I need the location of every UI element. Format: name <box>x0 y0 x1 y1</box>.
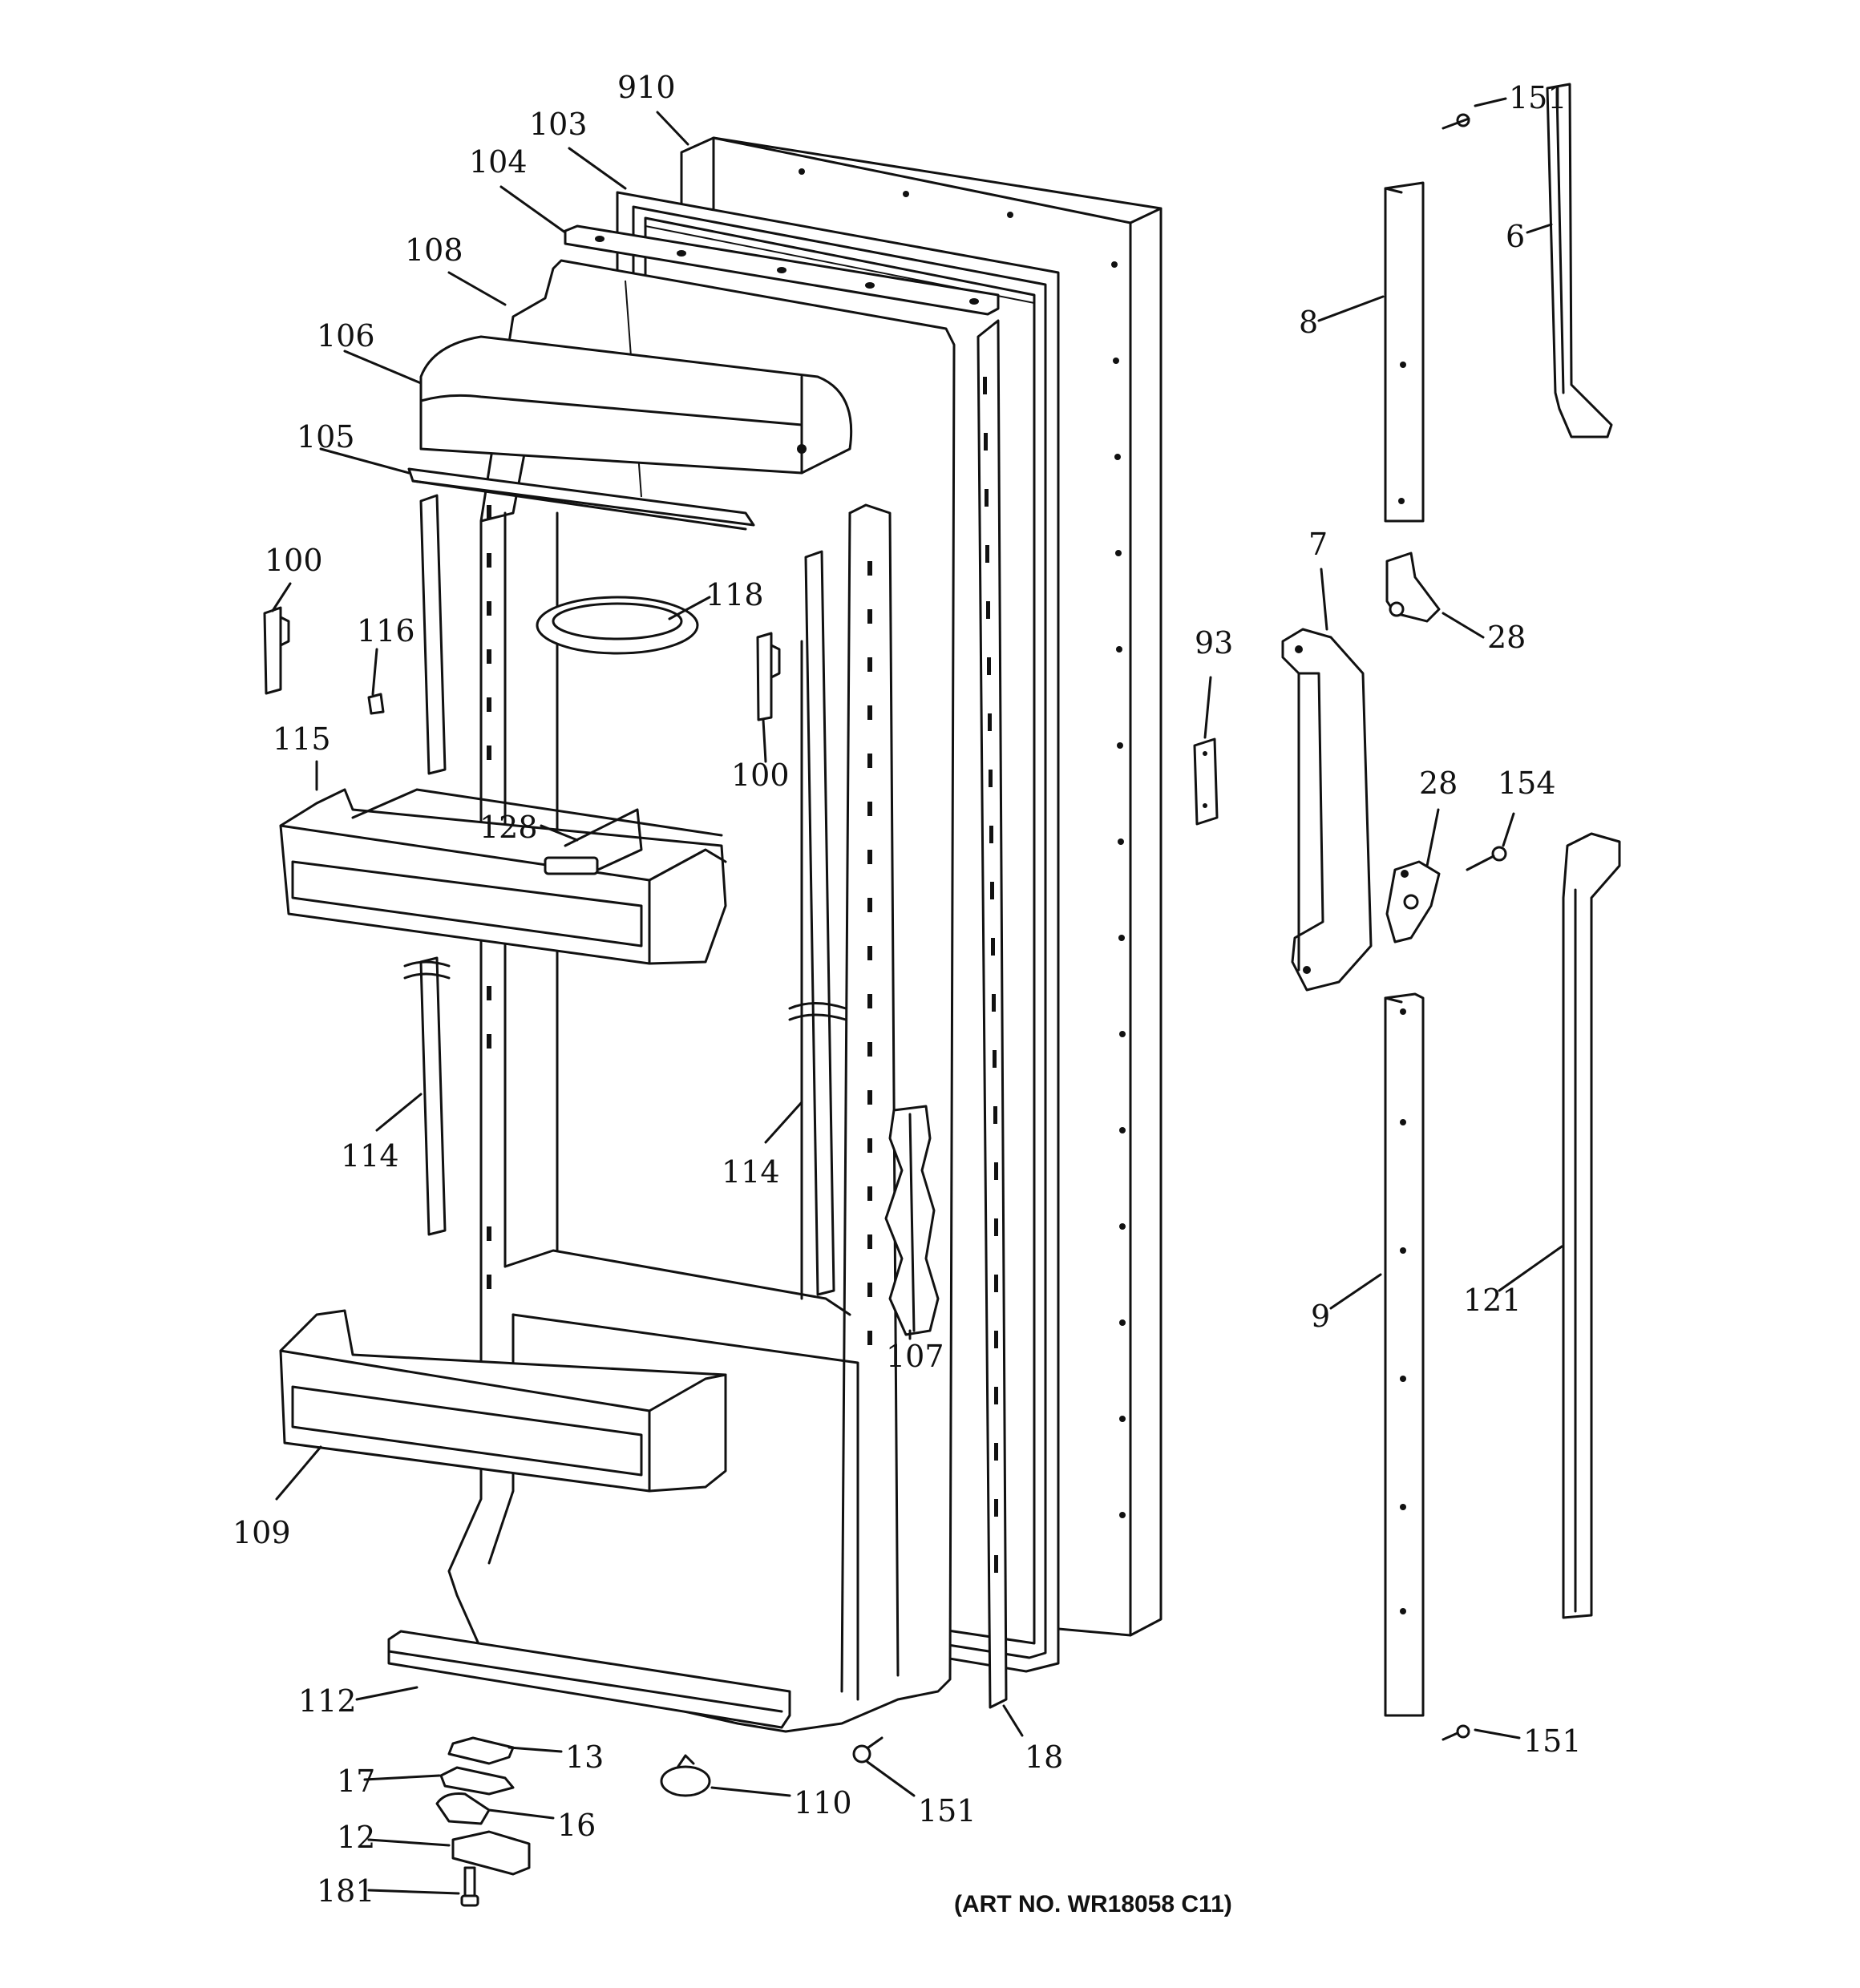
door-handle-7 <box>1281 628 1373 992</box>
small-clip <box>367 693 385 715</box>
shelf-rail-right <box>788 550 847 1296</box>
callout-7: 7 <box>1308 527 1328 562</box>
callout-16: 16 <box>557 1808 596 1843</box>
callout-105: 105 <box>297 419 355 455</box>
callout-154: 154 <box>1498 766 1556 801</box>
callout-110: 110 <box>794 1785 852 1820</box>
callout-151-top-right: 151 <box>1509 80 1567 115</box>
callout-128: 128 <box>479 810 538 845</box>
callout-910: 910 <box>617 70 676 105</box>
screw-151-bottom <box>852 1736 884 1764</box>
shelf-support-right <box>756 632 781 721</box>
callout-6: 6 <box>1506 219 1525 254</box>
gasket-strip <box>976 319 1008 1709</box>
callout-9: 9 <box>1311 1299 1330 1334</box>
dairy-retainer-bar <box>407 467 755 531</box>
lower-door-bin <box>279 1309 727 1493</box>
screw-154 <box>1466 846 1507 871</box>
callout-114-left: 114 <box>341 1138 399 1174</box>
trim-6 <box>1546 83 1613 438</box>
lower-trim-9 <box>1384 992 1425 1717</box>
callout-13: 13 <box>565 1740 604 1775</box>
callout-114-right: 114 <box>722 1154 780 1190</box>
callout-104: 104 <box>469 144 528 180</box>
callout-106: 106 <box>317 318 375 354</box>
callout-8: 8 <box>1299 305 1318 340</box>
callout-109: 109 <box>232 1515 291 1550</box>
oval-insert <box>536 596 699 655</box>
screw-181 <box>460 1866 479 1907</box>
door-liner <box>447 259 956 1733</box>
callout-28-lower: 28 <box>1419 766 1458 801</box>
cap-110 <box>660 1754 711 1797</box>
hinge-12 <box>451 1830 531 1876</box>
callout-17: 17 <box>337 1764 375 1799</box>
trim-121 <box>1562 832 1621 1619</box>
upper-door-bin <box>279 788 727 965</box>
bottom-trim <box>387 1630 791 1729</box>
shim-17 <box>439 1766 515 1796</box>
dairy-door-cover <box>419 335 853 475</box>
upper-trim-8 <box>1384 181 1425 523</box>
hinge-plate-13 <box>447 1736 515 1765</box>
screw-151-top-right <box>1442 113 1470 130</box>
door-side-strip <box>884 1105 940 1336</box>
callout-121: 121 <box>1463 1283 1522 1318</box>
callout-100-right: 100 <box>731 758 790 793</box>
hinge-bracket-28-lower <box>1385 860 1441 943</box>
callout-100-left: 100 <box>265 543 323 578</box>
callout-108: 108 <box>405 232 463 268</box>
cover-plate-93 <box>1193 737 1219 826</box>
callout-labels: 910 103 104 108 106 105 100 116 118 100 … <box>232 70 1582 1917</box>
callout-93: 93 <box>1195 625 1233 661</box>
screw-151-bottom-right <box>1442 1724 1470 1741</box>
callout-151-bottom-right: 151 <box>1523 1723 1582 1759</box>
callout-116: 116 <box>357 613 415 649</box>
shelf-support-left <box>263 606 290 695</box>
callout-118: 118 <box>706 577 764 612</box>
top-retainer-strip <box>564 224 1000 316</box>
callout-107: 107 <box>886 1339 944 1374</box>
callout-18: 18 <box>1025 1740 1063 1775</box>
callout-28-upper: 28 <box>1487 620 1526 655</box>
art-number: (ART NO. WR18058 C11) <box>954 1891 1232 1917</box>
callout-115: 115 <box>273 721 331 757</box>
callout-12: 12 <box>337 1820 375 1855</box>
callout-103: 103 <box>529 107 588 142</box>
leader-lines <box>271 97 1563 1895</box>
callout-112: 112 <box>298 1683 357 1719</box>
callout-181: 181 <box>317 1873 375 1909</box>
callout-151-bottom: 151 <box>918 1793 976 1828</box>
shelf-rail-left <box>403 494 451 1236</box>
hinge-bracket-28-upper <box>1385 552 1441 623</box>
bushing-16 <box>435 1792 491 1825</box>
